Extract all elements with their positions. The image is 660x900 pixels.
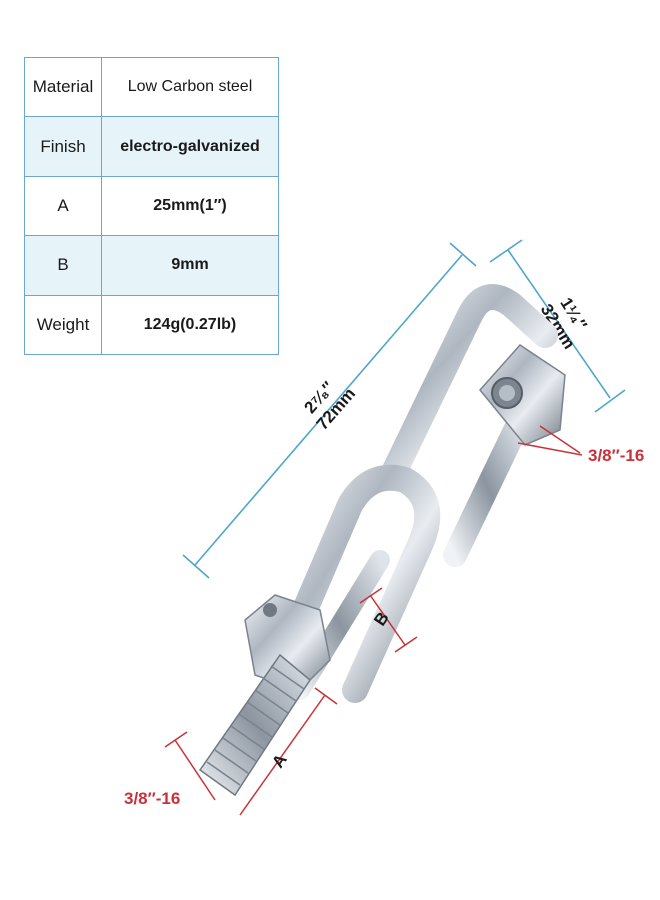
spec-row-b: B 9mm <box>24 235 279 296</box>
spec-label: A <box>24 175 102 237</box>
spec-label: Material <box>24 56 102 118</box>
spec-row-material: Material Low Carbon steel <box>24 56 279 118</box>
threaded-bolt <box>198 653 311 797</box>
lower-nut <box>244 594 331 691</box>
spec-table: Material Low Carbon steel Finish electro… <box>24 56 279 356</box>
spec-value: 124g(0.27lb) <box>101 294 279 356</box>
thread-top-label: 3/8″-16 <box>588 446 644 465</box>
spec-value: electro-galvanized <box>101 116 279 177</box>
lower-shackle <box>244 464 441 703</box>
thread-bottom-label: 3/8″-16 <box>124 789 180 808</box>
spec-label: Finish <box>24 116 102 177</box>
svg-text:2⁷⁄₈″ 72mm: 2⁷⁄₈″ 72mm <box>298 371 360 434</box>
spec-row-a: A 25mm(1″) <box>24 175 279 237</box>
label-a: A <box>268 751 291 772</box>
spec-row-finish: Finish electro-galvanized <box>24 116 279 177</box>
thread-callout-bottom: 3/8″-16 <box>124 731 216 808</box>
spec-label: Weight <box>24 294 102 356</box>
spec-value: 9mm <box>101 235 279 296</box>
spec-row-weight: Weight 124g(0.27lb) <box>24 294 279 356</box>
spec-value: 25mm(1″) <box>101 175 279 237</box>
upper-shackle <box>382 284 566 567</box>
spec-label: B <box>24 235 102 296</box>
spec-value: Low Carbon steel <box>101 56 279 118</box>
thread-callout-top: 3/8″-16 <box>517 425 644 465</box>
